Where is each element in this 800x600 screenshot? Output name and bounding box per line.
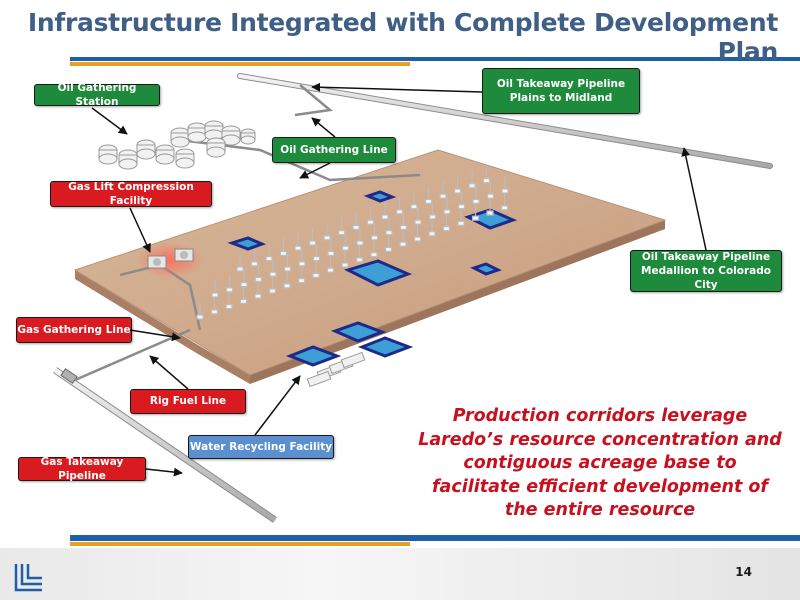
title-underline-bar (70, 57, 800, 61)
pad-edge (75, 270, 250, 384)
well-pad (370, 235, 379, 241)
company-logo-icon (14, 564, 42, 592)
well-pad (355, 257, 364, 263)
gas-takeaway-pipeline (53, 367, 277, 523)
water-recycling-label: Water Recycling Facility (188, 435, 334, 459)
well-pad (269, 271, 277, 277)
gas-takeaway-pipeline-label: Gas Takeaway Pipeline (18, 456, 146, 482)
well-pad (482, 178, 491, 184)
title-accent-bar (70, 62, 410, 66)
rig-fuel-line-label: Rig Fuel Line (130, 389, 246, 414)
oil-gathering-line-label: Oil Gathering Line (272, 137, 396, 163)
well-pad (323, 235, 331, 241)
gas-lift-compression-label: Gas Lift Compression Facility (50, 181, 212, 207)
well-pad (279, 250, 288, 256)
well-pad (457, 204, 466, 210)
well-pad (283, 266, 292, 272)
well-pad (254, 293, 262, 299)
well-pad (265, 256, 273, 262)
oil-takeaway-medallion-label: Oil Takeaway Pipeline Medallion to Color… (630, 250, 782, 292)
well-pad (457, 220, 465, 226)
well-pad (443, 209, 451, 215)
well-pad (370, 252, 378, 258)
well-pad (442, 226, 451, 232)
well-pad (196, 314, 204, 320)
well-pad (413, 236, 422, 242)
well-pad (385, 230, 393, 236)
well-pad (486, 210, 494, 216)
well-pad (283, 283, 291, 289)
well-pad (298, 261, 306, 267)
water-ponds (227, 190, 518, 367)
well-pad (384, 246, 393, 252)
well-pad (439, 193, 447, 199)
well-pad (500, 205, 509, 211)
well-pad (424, 198, 433, 204)
oil-takeaway-plains-line1: Oil Takeaway Pipeline (496, 77, 626, 90)
well-rigs (196, 165, 509, 320)
footer-accent-bar (70, 542, 410, 546)
well-pad (239, 298, 248, 304)
well-pad (327, 250, 335, 256)
well-pad (395, 209, 404, 215)
pad-edge-right (250, 220, 665, 384)
oil-takeaway-medallion-line1: Oil Takeaway Pipeline (641, 250, 771, 263)
well-pad (337, 230, 346, 236)
well-pad (453, 188, 462, 194)
well-pad (268, 288, 277, 294)
well-pad (341, 245, 350, 251)
well-pad (225, 287, 234, 293)
well-pad (250, 261, 259, 267)
oil-gathering-station (98, 120, 256, 170)
well-pad (381, 214, 389, 220)
caption-text: Production corridors leverage Laredo’s r… (418, 406, 782, 520)
well-pad (254, 276, 263, 282)
well-pad (471, 215, 480, 221)
well-pad (352, 224, 360, 230)
gas-lift-compression-facility (136, 242, 204, 278)
page-number: 14 (735, 565, 752, 579)
well-pad (428, 214, 437, 220)
well-pad (297, 278, 306, 284)
well-pad (399, 224, 408, 230)
well-pad (428, 231, 436, 237)
water-recycling-tanks (306, 351, 366, 388)
oil-takeaway-medallion-line2: Medallion to Colorado City (641, 264, 771, 292)
well-pad (414, 219, 422, 225)
well-pad (236, 266, 244, 272)
well-pad (399, 241, 407, 247)
well-pad (312, 256, 321, 262)
well-pad (366, 219, 375, 225)
well-pad (326, 267, 335, 273)
well-pad (210, 309, 219, 315)
well-pad (486, 193, 495, 199)
page-title: Infrastructure Integrated with Complete … (27, 8, 778, 66)
footer-background (0, 548, 800, 600)
well-pad (341, 262, 349, 268)
well-pad (501, 188, 509, 194)
well-pad (472, 198, 480, 204)
well-pad (225, 304, 233, 310)
well-pad (211, 292, 219, 298)
well-pad (308, 240, 317, 246)
well-pad (468, 183, 476, 189)
footer-blue-bar (70, 535, 800, 541)
gas-gathering-line-label: Gas Gathering Line (16, 317, 132, 343)
oil-takeaway-plains-line2: Plains to Midland (509, 92, 613, 104)
well-pad (240, 282, 248, 288)
well-pad (410, 204, 418, 210)
oil-gathering-station-label: Oil Gathering Station (34, 82, 160, 108)
well-pad (356, 240, 364, 246)
well-pad (294, 245, 302, 251)
oil-takeaway-plains-label: Oil Takeaway Pipeline Plains to Midland (482, 68, 640, 114)
well-pad (312, 272, 320, 278)
